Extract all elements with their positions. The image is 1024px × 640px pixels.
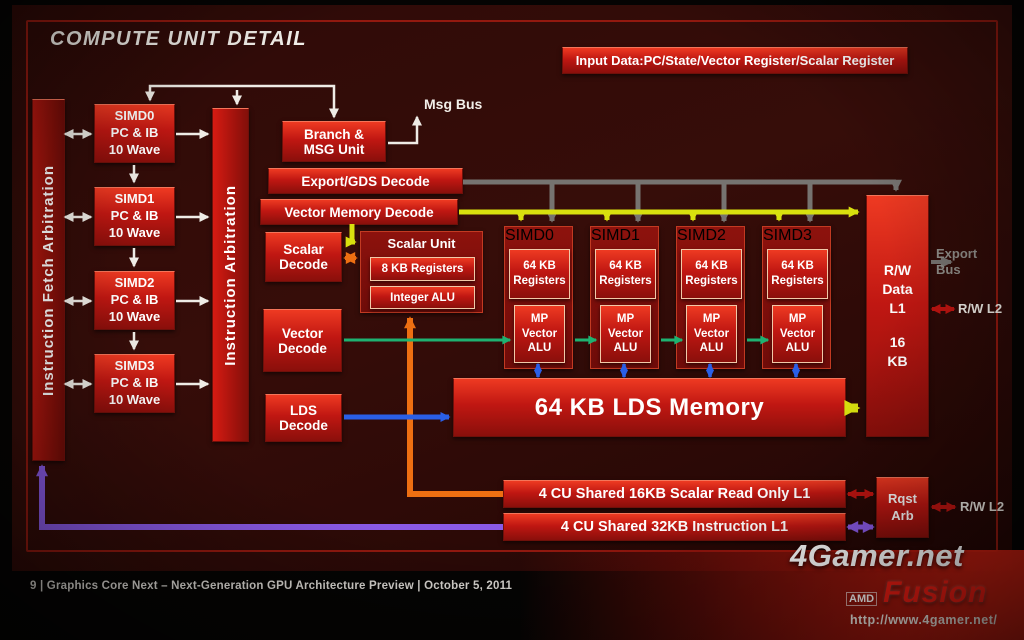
4gamer-url: http://www.4gamer.net/ bbox=[850, 613, 998, 627]
yellow-vector-memory-lines bbox=[345, 206, 861, 416]
msg-bus-label: Msg Bus bbox=[424, 96, 483, 112]
fusion-logo: Fusion bbox=[883, 576, 988, 609]
4gamer-logo: 4Gamer.net bbox=[790, 538, 964, 573]
rw-l2-bottom-label: R/W L2 bbox=[960, 499, 1005, 514]
amd-logo: AMD bbox=[846, 592, 878, 606]
red-l2-lines bbox=[846, 304, 957, 512]
amd-fusion-logo: AMD Fusion bbox=[846, 576, 987, 610]
orange-scalar-lines bbox=[343, 252, 503, 497]
footer-caption: 9 | Graphics Core Next – Next-Generation… bbox=[30, 580, 513, 592]
export-bus-label: Export Bus bbox=[936, 246, 978, 278]
slide-title: COMPUTE UNIT DETAIL bbox=[50, 28, 308, 50]
rw-l2-right-label: R/W L2 bbox=[958, 301, 1003, 316]
gray-export-bus-lines bbox=[463, 179, 953, 268]
